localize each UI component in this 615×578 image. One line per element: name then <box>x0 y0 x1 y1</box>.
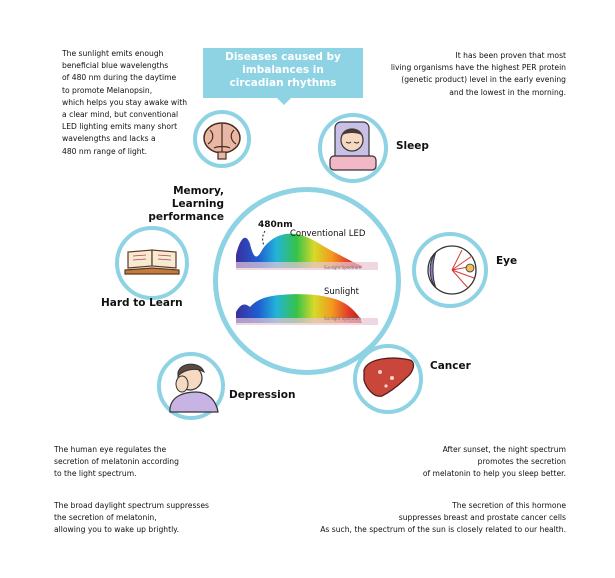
label-depression: Depression <box>229 389 296 401</box>
sunlight-spectrum <box>236 294 378 325</box>
text-top-left: The sunlight emits enough beneficial blu… <box>62 49 188 156</box>
title-banner: Diseases caused by imbalances in circadi… <box>203 48 363 98</box>
banner-pointer <box>277 98 291 105</box>
label-hard-to-learn: Hard to Learn <box>101 297 183 309</box>
led-label: Conventional LED <box>290 229 366 239</box>
label-memory: Memory, Learning performance <box>148 185 224 223</box>
label-cancer: Cancer <box>430 360 471 372</box>
led-spectrum <box>236 233 378 270</box>
text-bottom-left-2: The broad daylight spectrum suppresses t… <box>54 501 209 535</box>
nm-label: 480nm <box>258 220 293 230</box>
label-eye: Eye <box>496 255 518 267</box>
sunlight-label: Sunlight <box>324 287 360 297</box>
text-bottom-right-2: The secretion of this hormone suppresses… <box>320 501 566 535</box>
text-bottom-right-1: After sunset, the night spectrum promote… <box>422 445 566 479</box>
led-caption: Sunlight Spectrum <box>324 265 362 270</box>
label-sleep: Sleep <box>396 140 429 152</box>
nm-arrow <box>262 230 266 247</box>
center-spectrum-circle <box>213 187 401 375</box>
brain-circle <box>193 110 251 168</box>
sun-caption: Sunlight Spectrum <box>324 316 362 321</box>
text-top-right: It has been proven that most living orga… <box>390 51 566 97</box>
text-bottom-left-1: The human eye regulates the secretion of… <box>54 445 179 479</box>
